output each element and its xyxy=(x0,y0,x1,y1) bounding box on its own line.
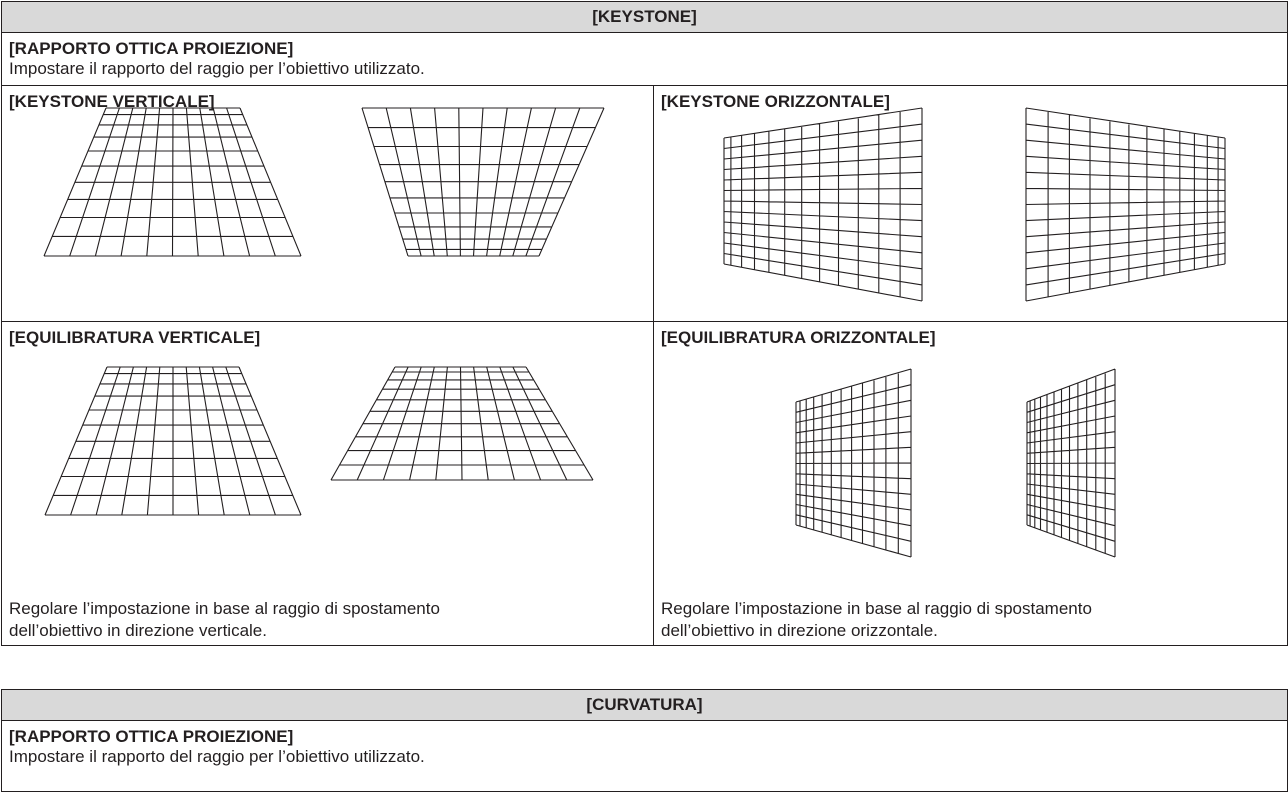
grid-balance-a xyxy=(44,366,302,516)
curvature-throw-ratio-row: [RAPPORTO OTTICA PROIEZIONE] Impostare i… xyxy=(1,720,1288,792)
grid-keystone-up xyxy=(43,107,302,257)
keystone-header: [KEYSTONE] xyxy=(0,1,1288,33)
vertical-keystone-cell: [KEYSTONE VERTICALE] xyxy=(1,85,654,322)
vertical-balance-diagram xyxy=(44,366,594,516)
vertical-balance-title: [EQUILIBRATURA VERTICALE] xyxy=(9,328,261,347)
grid-balance-d xyxy=(1026,368,1116,558)
curvature-throw-ratio-title: [RAPPORTO OTTICA PROIEZIONE] xyxy=(9,727,294,746)
vertical-balance-cell: [EQUILIBRATURA VERTICALE] Regolare l’imp… xyxy=(1,321,654,646)
throw-ratio-title: [RAPPORTO OTTICA PROIEZIONE] xyxy=(9,39,294,58)
horizontal-balance-desc-line1: Regolare l’impostazione in base al raggi… xyxy=(661,599,1092,618)
vertical-balance-description: Regolare l’impostazione in base al raggi… xyxy=(9,598,440,642)
vertical-balance-desc-line2: dell’obiettivo in direzione verticale. xyxy=(9,621,267,640)
horizontal-balance-title: [EQUILIBRATURA ORIZZONTALE] xyxy=(661,328,936,347)
keystone-throw-ratio-row: [RAPPORTO OTTICA PROIEZIONE] Impostare i… xyxy=(0,32,1288,86)
horizontal-keystone-diagram xyxy=(723,107,1226,302)
horizontal-balance-cell: [EQUILIBRATURA ORIZZONTALE] Regolare l’i… xyxy=(652,321,1288,646)
curvature-header: [CURVATURA] xyxy=(1,689,1288,721)
throw-ratio-text: Impostare il rapporto del raggio per l’o… xyxy=(9,59,425,78)
horizontal-balance-desc-line2: dell’obiettivo in direzione orizzontale. xyxy=(661,621,938,640)
horizontal-keystone-cell: [KEYSTONE ORIZZONTALE] xyxy=(652,85,1288,322)
horizontal-keystone-title: [KEYSTONE ORIZZONTALE] xyxy=(661,92,890,111)
vertical-keystone-diagram xyxy=(43,107,605,257)
horizontal-balance-diagram xyxy=(795,368,1116,558)
horizontal-balance-description: Regolare l’impostazione in base al raggi… xyxy=(661,598,1092,642)
grid-balance-c xyxy=(795,368,912,558)
grid-keystone-down xyxy=(361,107,605,257)
curvature-table: [CURVATURA] [RAPPORTO OTTICA PROIEZIONE]… xyxy=(1,689,1288,792)
keystone-table: [KEYSTONE] [RAPPORTO OTTICA PROIEZIONE] … xyxy=(0,1,1288,646)
vertical-keystone-title: [KEYSTONE VERTICALE] xyxy=(9,92,215,111)
curvature-throw-ratio-text: Impostare il rapporto del raggio per l’o… xyxy=(9,747,425,766)
grid-keystone-left xyxy=(1025,107,1226,302)
grid-balance-b xyxy=(330,366,594,481)
vertical-balance-desc-line1: Regolare l’impostazione in base al raggi… xyxy=(9,599,440,618)
grid-keystone-right xyxy=(723,107,923,302)
